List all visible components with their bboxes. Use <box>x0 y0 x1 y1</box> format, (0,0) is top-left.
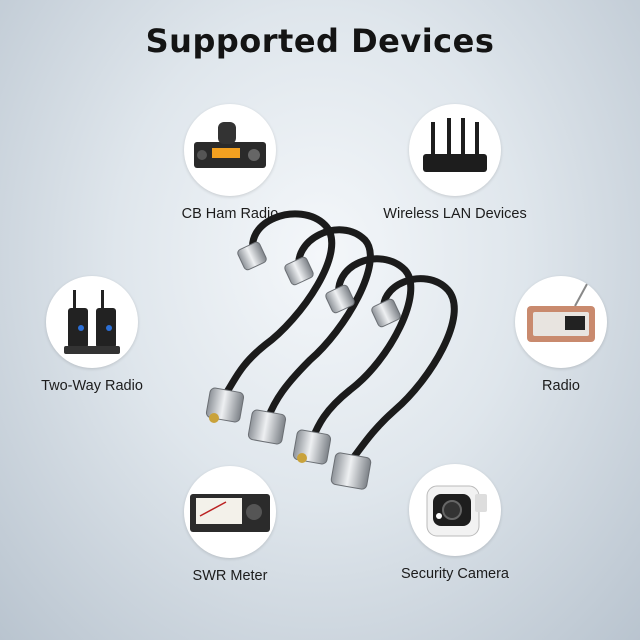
swr-meter-icon <box>184 466 276 558</box>
walkie-talkie-icon <box>46 276 138 368</box>
device-label: Security Camera <box>401 566 509 582</box>
device-two-way-radio: Two-Way Radio <box>7 276 177 394</box>
device-wireless-lan: Wireless LAN Devices <box>370 104 540 222</box>
device-label: Two-Way Radio <box>41 378 143 394</box>
device-swr-meter: SWR Meter <box>145 466 315 584</box>
security-camera-icon <box>409 464 501 556</box>
device-label: CB Ham Radio <box>181 206 279 222</box>
cb-radio-icon <box>184 104 276 196</box>
device-label: Radio <box>542 378 580 394</box>
device-label: Wireless LAN Devices <box>383 206 527 222</box>
page-title: Supported Devices <box>145 22 495 60</box>
radio-icon <box>515 276 607 368</box>
wifi-router-icon <box>409 104 501 196</box>
device-radio: Radio <box>476 276 640 394</box>
bnc-connectors <box>237 241 401 328</box>
device-cb-ham-radio: CB Ham Radio <box>145 104 315 222</box>
device-label: SWR Meter <box>192 568 268 584</box>
device-security-camera: Security Camera <box>370 464 540 582</box>
